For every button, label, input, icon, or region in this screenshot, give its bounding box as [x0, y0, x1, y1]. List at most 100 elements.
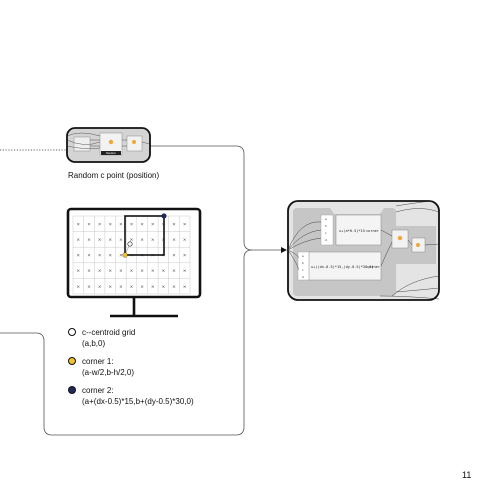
- centroid-marker: [127, 241, 133, 247]
- right-node-port-strip: [297, 251, 311, 281]
- grid-cell-centroid: ×: [108, 237, 112, 243]
- grid-cell-centroid: ×: [98, 253, 102, 259]
- grid-cell-centroid: ×: [108, 221, 112, 227]
- grid-cell-centroid: ×: [119, 221, 123, 227]
- input-port-label: d: [325, 238, 327, 242]
- grid-cell-centroid: ×: [130, 284, 134, 290]
- legend-corner-1-text: corner 1: (a-w/2,b-h/2,0): [82, 356, 134, 378]
- legend-centroid-text: c--centroid grid (a,b,0): [82, 327, 135, 349]
- top-node-icon-2: [132, 140, 136, 144]
- legend-corner-1-title: corner 1:: [82, 357, 114, 366]
- grid-cell-centroid: ×: [87, 237, 91, 243]
- expression-bottom-text: x+((dx-0.5)*15,(dy-0.5)*30,0): [311, 265, 374, 269]
- right-node-icon-1: [397, 235, 403, 241]
- grid-cell-centroid: ×: [183, 237, 187, 243]
- node-caption: Random c point (position): [68, 171, 160, 180]
- grid-cell-centroid: ×: [108, 253, 112, 259]
- grid-cell-centroid: ×: [183, 221, 187, 227]
- right-node-cluster: x+(a*0.5)*15 corner x+((dx-0.5)*15,(dy-0…: [287, 200, 440, 301]
- selected-cell-region: [124, 215, 165, 256]
- grid-cell-centroid: ×: [151, 268, 155, 274]
- wires: [0, 145, 287, 436]
- top-node-label: Random: [106, 151, 116, 155]
- grid-cell-centroid: ×: [119, 253, 123, 259]
- grid-cell-centroid: ×: [98, 221, 102, 227]
- grid-cell-centroid: ×: [140, 221, 144, 227]
- grid-cell-centroid: ×: [76, 268, 80, 274]
- grid-cell-centroid: ×: [172, 221, 176, 227]
- top-node-cluster: Random: [66, 127, 151, 163]
- grid-cell-centroid: ×: [98, 284, 102, 290]
- wire-top-to-right-node: [150, 145, 286, 251]
- input-port-label: d: [302, 275, 304, 279]
- arrow-head: [281, 247, 287, 253]
- input-port-label: b: [325, 224, 327, 228]
- grid-cell-centroid: ×: [87, 268, 91, 274]
- input-port-label: b: [302, 261, 304, 265]
- top-node-box-1: [73, 136, 91, 152]
- grid-cell-centroid: ×: [87, 253, 91, 259]
- right-node-icon-2: [416, 243, 420, 247]
- corner-2-marker: [161, 213, 167, 219]
- grid-cell-centroid: ×: [119, 284, 123, 290]
- grid-cell-centroid: ×: [130, 268, 134, 274]
- top-node-label-bar: [101, 151, 121, 155]
- grid-cell-centroid: ×: [172, 237, 176, 243]
- grid-cell-centroid: ×: [183, 253, 187, 259]
- grid-cell-centroid: ×: [130, 221, 134, 227]
- grid-cell-centroid: ×: [108, 284, 112, 290]
- input-port-label: a: [325, 217, 327, 221]
- grid-cell-centroid: ×: [172, 253, 176, 259]
- grid-cell-centroid: ×: [183, 268, 187, 274]
- grid-cell-centroid: ×: [98, 268, 102, 274]
- grid-cell-centroid: ×: [140, 237, 144, 243]
- top-node-icon-1: [108, 139, 114, 145]
- grid-cell-centroid: ×: [98, 237, 102, 243]
- legend-corner-2-formula: (a+(dx-0.5)*15,b+(dy-0.5)*30,0): [82, 397, 194, 406]
- grid-cell-centroid: ×: [76, 237, 80, 243]
- expression-box-top: [335, 214, 382, 246]
- legend-centroid-formula: (a,b,0): [82, 339, 106, 348]
- grid-cell-centroid: ×: [119, 268, 123, 274]
- input-port-label: a: [302, 254, 304, 258]
- top-node-wires: [66, 132, 151, 149]
- grid-cell-centroid: ×: [162, 268, 166, 274]
- expression-bottom-output: corner: [367, 265, 381, 269]
- corner-2-legend-icon: [68, 386, 76, 394]
- grid-cell-centroid: ×: [172, 284, 176, 290]
- input-port-label: c: [325, 231, 327, 235]
- grid-cell-centroid: ×: [183, 284, 187, 290]
- expression-box-bottom: [308, 251, 382, 281]
- legend-corner-1-formula: (a-w/2,b-h/2,0): [82, 368, 135, 377]
- centroid-legend-icon: [68, 328, 76, 336]
- grid-cell-centroid: ×: [140, 284, 144, 290]
- grid-cell-centroid: ×: [151, 221, 155, 227]
- grid-cell-centroid: ×: [119, 237, 123, 243]
- monitor: × × × × × × × × × × × × × × × × × × × × × × × × × × × × × × × × × × × × × × × ×…: [66, 207, 202, 318]
- grid-cell-centroid: ×: [76, 253, 80, 259]
- grid-cell-centroid: ×: [87, 284, 91, 290]
- grid-cell-centroid: ×: [130, 237, 134, 243]
- corner-1-legend-icon: [68, 357, 76, 365]
- grid-cell-centroid: ×: [162, 284, 166, 290]
- right-node-wires: [287, 200, 440, 300]
- grid-cell-centroid: ×: [140, 268, 144, 274]
- expression-top-output: corner: [366, 229, 380, 233]
- grid-cell-centroid: ×: [76, 221, 80, 227]
- expression-top-text: x+(a*0.5)*15: [339, 229, 365, 233]
- page-number: 11: [462, 470, 472, 480]
- grid-cell-centroid: ×: [151, 237, 155, 243]
- input-port-label: c: [302, 268, 304, 272]
- grid-cell-centroid: ×: [151, 284, 155, 290]
- wire-bottom-to-right-node: [0, 249, 253, 436]
- grid-cell-centroid: ×: [172, 268, 176, 274]
- grid-cell-centroid: ×: [87, 221, 91, 227]
- legend-corner-2-title: corner 2:: [82, 386, 114, 395]
- right-node-port-strip-top: [320, 214, 334, 246]
- grid-cell-centroid: ×: [108, 268, 112, 274]
- grid-cell-centroid: ×: [76, 284, 80, 290]
- legend-corner-2-text: corner 2: (a+(dx-0.5)*15,b+(dy-0.5)*30,0…: [82, 385, 194, 407]
- legend-centroid-title: c--centroid grid: [82, 328, 136, 337]
